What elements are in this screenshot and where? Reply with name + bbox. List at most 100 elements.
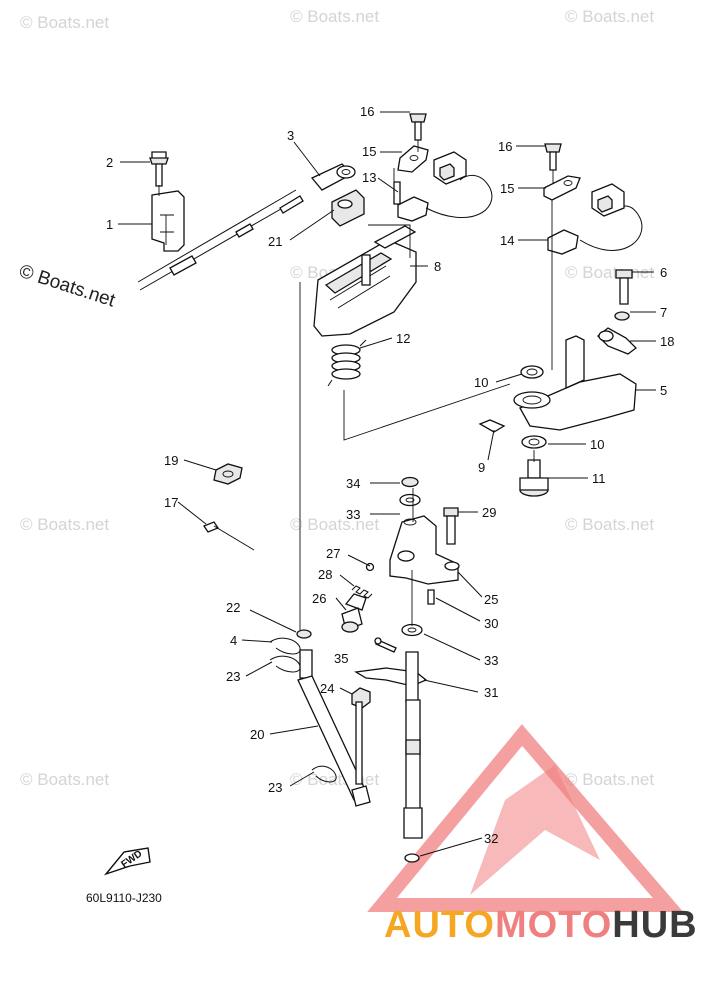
- callout-35: 35: [334, 651, 348, 666]
- part-arm-31: [354, 651, 428, 703]
- callout-5: 5: [660, 383, 667, 398]
- callout-9: 9: [478, 460, 485, 475]
- part-plunger-26: [341, 593, 367, 633]
- watermark: © Boats.net: [290, 515, 379, 534]
- assembly-lines: [158, 140, 554, 630]
- callout-30: 30: [484, 616, 498, 631]
- part-washer-22: [296, 629, 312, 639]
- callout-13: 13: [362, 170, 376, 185]
- part-bolt-6: [615, 269, 633, 305]
- part-spring-28: [351, 585, 373, 599]
- part-washer-34: [401, 476, 419, 488]
- callout-16: 16: [360, 104, 374, 119]
- part-tie-17: [203, 521, 255, 551]
- part-lever-25: [389, 515, 460, 585]
- part-clip-23b: [311, 765, 337, 783]
- part-plate-15a: [397, 145, 429, 173]
- part-sensor-13: [393, 151, 493, 222]
- watermark: © Boats.net: [565, 7, 654, 26]
- callout-3: 3: [287, 128, 294, 143]
- part-cam-8: [313, 225, 417, 337]
- callout-26: 26: [312, 591, 326, 606]
- part-pin-35: [374, 637, 397, 653]
- part-washer-7: [614, 311, 630, 321]
- callout-15: 15: [500, 181, 514, 196]
- callout-27: 27: [326, 546, 340, 561]
- part-clamp-18: [597, 327, 637, 355]
- callout-16: 16: [498, 139, 512, 154]
- part-pin-30: [427, 589, 435, 605]
- callout-8: 8: [434, 259, 441, 274]
- callout-10: 10: [474, 375, 488, 390]
- part-screw-9: [478, 419, 506, 433]
- callout-14: 14: [500, 233, 514, 248]
- callout-6: 6: [660, 265, 667, 280]
- callout-17: 17: [164, 495, 178, 510]
- part-collar-33b: [401, 623, 423, 637]
- part-bolt-2: [149, 151, 169, 187]
- part-clip-4: [269, 637, 301, 655]
- part-collar-33a: [399, 493, 421, 507]
- part-bolt-16a: [409, 113, 427, 141]
- brand-part-hub: HUB: [612, 904, 697, 946]
- callout-15: 15: [362, 144, 376, 159]
- callout-31: 31: [484, 685, 498, 700]
- part-shaft: [403, 699, 423, 839]
- part-sensor-14: [547, 183, 643, 255]
- callout-7: 7: [660, 305, 667, 320]
- callout-32: 32: [484, 831, 498, 846]
- leader-lines: [118, 111, 656, 857]
- part-bracket-1: [151, 190, 185, 252]
- callout-20: 20: [250, 727, 264, 742]
- watermark-main: © Boats.net: [16, 261, 118, 312]
- diagram-code: 60L9110-J230: [86, 891, 162, 905]
- callout-23: 23: [226, 669, 240, 684]
- part-spring-12: [327, 339, 367, 387]
- part-rod-20: [297, 649, 371, 807]
- watermark: © Boats.net: [20, 515, 109, 534]
- watermark: © Boats.net: [20, 13, 109, 32]
- brand-text: AUTOMOTOHUB: [384, 904, 698, 946]
- part-pin-11: [519, 459, 549, 497]
- watermark: © Boats.net: [565, 770, 654, 789]
- part-joint-3: [310, 163, 356, 191]
- part-ring-19: [213, 463, 243, 485]
- watermark: © Boats.net: [290, 7, 379, 26]
- callout-24: 24: [320, 681, 334, 696]
- callout-1: 1: [106, 217, 113, 232]
- part-clip-23a: [269, 655, 301, 673]
- callout-4: 4: [230, 633, 237, 648]
- callout-12: 12: [396, 331, 410, 346]
- brand-logo: [367, 724, 684, 912]
- watermark: © Boats.net: [20, 770, 109, 789]
- callout-labels: 2 1 3 16 15 13 16 15 14 21 8 12 6 7 18 5…: [106, 104, 674, 846]
- callout-34: 34: [346, 476, 360, 491]
- callout-11: 11: [592, 471, 606, 486]
- callout-25: 25: [484, 592, 498, 607]
- callout-33: 33: [346, 507, 360, 522]
- callout-21: 21: [268, 234, 282, 249]
- part-bolt-16b: [544, 143, 562, 171]
- callout-10: 10: [590, 437, 604, 452]
- callout-19: 19: [164, 453, 178, 468]
- brand-part-auto: AUTO: [384, 904, 495, 946]
- callout-18: 18: [660, 334, 674, 349]
- part-link-21: [331, 189, 365, 227]
- callout-33: 33: [484, 653, 498, 668]
- part-bolt-29: [443, 507, 459, 545]
- part-collar-10b: [521, 435, 547, 449]
- part-plate-15b: [543, 175, 581, 201]
- part-collar-10a: [520, 365, 544, 379]
- callout-29: 29: [482, 505, 496, 520]
- brand-part-moto: MOTO: [495, 904, 612, 946]
- watermark: © Boats.net: [565, 515, 654, 534]
- part-oring-32: [404, 853, 420, 863]
- callout-23: 23: [268, 780, 282, 795]
- fwd-arrow-icon: FWD: [103, 847, 151, 876]
- callout-28: 28: [318, 567, 332, 582]
- part-bracket-5: [513, 335, 637, 431]
- brand-wordmark: AUTOMOTOHUB: [384, 904, 698, 946]
- callout-2: 2: [106, 155, 113, 170]
- part-cable: [137, 189, 304, 291]
